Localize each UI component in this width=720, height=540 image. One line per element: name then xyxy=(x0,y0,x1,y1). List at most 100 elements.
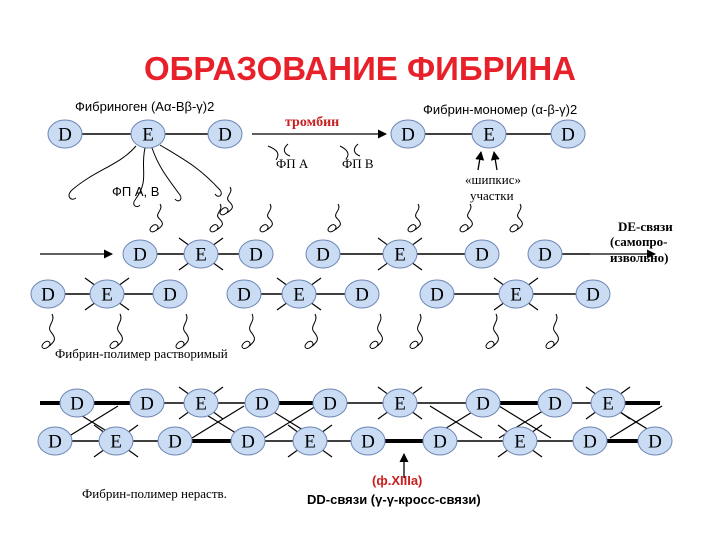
node-d-shape xyxy=(37,426,73,456)
node-d: D xyxy=(390,119,426,149)
node-e-text: E xyxy=(142,125,154,146)
node-d: D xyxy=(37,426,73,456)
node-d: D xyxy=(152,279,188,309)
node-e: E xyxy=(183,239,219,269)
node-d: D xyxy=(550,119,586,149)
node-d-text: D xyxy=(241,432,255,453)
node-d: D xyxy=(30,279,66,309)
node-e: E xyxy=(590,388,626,418)
arrow-up-icon xyxy=(490,151,500,171)
node-e-text: E xyxy=(394,245,406,266)
node-d: D xyxy=(305,239,341,269)
node-e-text: E xyxy=(304,432,316,453)
de-bonds-line3: извольно) xyxy=(610,250,668,265)
node-e: E xyxy=(502,426,538,456)
node-d-text: D xyxy=(648,432,662,453)
node-e-text: E xyxy=(195,394,207,415)
node-d-text: D xyxy=(140,394,154,415)
node-e-text: E xyxy=(483,125,495,146)
node-e-shape xyxy=(590,388,626,418)
node-e-shape xyxy=(281,279,317,309)
node-e: E xyxy=(382,239,418,269)
node-d-shape xyxy=(550,119,586,149)
node-d: D xyxy=(129,388,165,418)
node-d: D xyxy=(637,426,673,456)
fibrinopeptide-squiggle-icon xyxy=(407,203,421,233)
fibrinopeptide-squiggle-icon xyxy=(259,203,273,233)
arrow-up-icon xyxy=(475,151,485,171)
fibrinopeptide-squiggle-icon xyxy=(209,203,223,233)
node-e-text: E xyxy=(514,432,526,453)
thrombin-label: тромбин xyxy=(285,115,339,130)
node-d-text: D xyxy=(561,125,575,146)
node-d: D xyxy=(344,279,380,309)
node-d: D xyxy=(465,388,501,418)
fibrinopeptide-squiggle-icon xyxy=(175,313,189,349)
node-d-shape xyxy=(30,279,66,309)
node-d-shape xyxy=(464,239,500,269)
node-e-text: E xyxy=(602,394,614,415)
fpab-label: ФП А, В xyxy=(112,184,159,199)
node-d-shape xyxy=(122,239,158,269)
node-d-shape xyxy=(47,119,83,149)
fpa-label: ФП А xyxy=(276,156,309,171)
fibrinopeptide-squiggle-icon xyxy=(369,313,383,349)
node-d-text: D xyxy=(355,285,369,306)
node-d: D xyxy=(244,388,280,418)
node-d-text: D xyxy=(58,125,72,146)
node-d-text: D xyxy=(237,285,251,306)
node-d-text: D xyxy=(475,245,489,266)
node-e-shape xyxy=(130,119,166,149)
node-d: D xyxy=(572,426,608,456)
node-e-text: E xyxy=(394,394,406,415)
node-d-shape xyxy=(390,119,426,149)
fibrin-monomer-label: Фибрин-мономер (α-β-γ)2 xyxy=(423,102,577,117)
fibrinopeptide-squiggle-icon xyxy=(159,144,222,197)
node-e-text: E xyxy=(195,245,207,266)
node-e-shape xyxy=(183,239,219,269)
node-d-shape xyxy=(350,426,386,456)
node-d-shape xyxy=(129,388,165,418)
node-d: D xyxy=(122,239,158,269)
node-e-text: E xyxy=(101,285,113,306)
fibrinopeptide-squiggle-icon xyxy=(267,143,291,161)
node-d: D xyxy=(47,119,83,149)
node-e: E xyxy=(130,119,166,149)
fibrinopeptide-squiggle-icon xyxy=(339,143,361,160)
node-d: D xyxy=(575,279,611,309)
node-d: D xyxy=(157,426,193,456)
fibrinopeptide-squiggle-icon xyxy=(151,147,182,202)
node-d-shape xyxy=(305,239,341,269)
fibrinopeptide-squiggle-icon xyxy=(109,313,123,349)
node-d-shape xyxy=(207,119,243,149)
fibrinopeptide-squiggle-icon xyxy=(545,313,559,349)
node-d: D xyxy=(226,279,262,309)
node-d-shape xyxy=(344,279,380,309)
fibrinopeptide-squiggle-icon xyxy=(459,203,473,233)
node-d: D xyxy=(537,388,573,418)
node-d-text: D xyxy=(323,394,337,415)
node-e: E xyxy=(89,279,125,309)
node-d-text: D xyxy=(401,125,415,146)
fpb-label: ФП В xyxy=(342,156,374,171)
fibrinopeptide-squiggle-icon xyxy=(409,313,423,349)
node-d-text: D xyxy=(255,394,269,415)
node-e-shape xyxy=(502,426,538,456)
fibrinopeptide-squiggle-icon xyxy=(133,147,146,208)
de-bonds-line1: DE-связи xyxy=(618,219,673,234)
node-d-text: D xyxy=(583,432,597,453)
node-d-shape xyxy=(527,239,563,269)
node-e: E xyxy=(498,279,534,309)
node-d-shape xyxy=(238,239,274,269)
fibrinopeptide-squiggle-icon xyxy=(149,203,163,233)
node-d-text: D xyxy=(133,245,147,266)
fibrinopeptide-squiggle-icon xyxy=(241,313,255,349)
node-d-shape xyxy=(537,388,573,418)
fibrinopeptide-squiggle-icon xyxy=(304,313,318,349)
node-e-text: E xyxy=(293,285,305,306)
node-e-shape xyxy=(498,279,534,309)
node-e-shape xyxy=(183,388,219,418)
spikes-label-line2: участки xyxy=(470,188,514,203)
node-e-shape xyxy=(382,239,418,269)
